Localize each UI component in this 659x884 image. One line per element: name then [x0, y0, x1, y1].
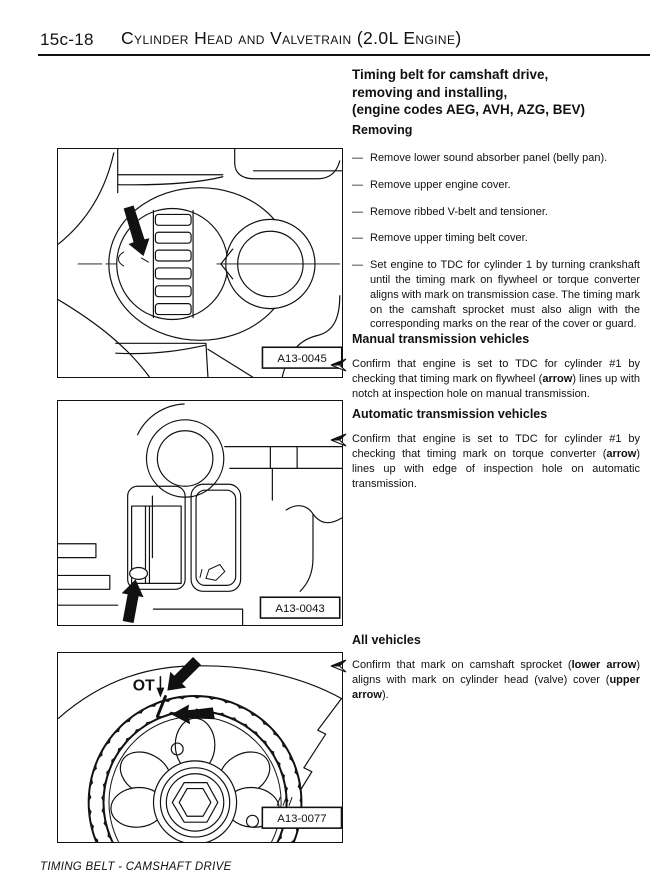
automatic-transmission-heading: Automatic transmission vehicles	[352, 407, 548, 421]
page-title: Cylinder Head and Valvetrain (2.0L Engin…	[121, 28, 462, 48]
black-pointer-arrow	[123, 205, 150, 257]
torque-converter-illustration: A13-0043	[58, 403, 342, 625]
page-footer: TIMING BELT - CAMSHAFT DRIVE	[40, 861, 232, 873]
figure-label-box	[261, 346, 342, 369]
figure-label-box	[259, 596, 341, 619]
automatic-transmission-paragraph: Confirm that engine is set to TDC for cy…	[330, 432, 640, 492]
pointer-arrow-icon	[330, 659, 348, 678]
paragraph-text: ) aligns with mark on cylinder head (val…	[352, 659, 640, 686]
step-text: Remove upper timing belt cover.	[370, 232, 528, 245]
removing-steps: — Remove lower sound absorber panel (bel…	[352, 151, 640, 344]
flywheel-illustration: A13-0045	[58, 149, 342, 377]
step-item: — Remove upper engine cover.	[352, 178, 640, 193]
procedure-title-line: (engine codes AEG, AVH, AZG, BEV)	[352, 102, 586, 117]
figure-label-box	[261, 806, 342, 829]
step-item: — Set engine to TDC for cylinder 1 by tu…	[352, 258, 640, 332]
manual-transmission-section: Manual transmission vehicles Confirm tha…	[330, 332, 640, 413]
step-dash: —	[352, 152, 363, 164]
figure-camshaft-sprocket: OT A13-0077	[57, 652, 343, 843]
step-item: — Remove upper timing belt cover.	[352, 231, 640, 246]
camshaft-sprocket-illustration: OT A13-0077	[58, 656, 342, 842]
step-text: Remove lower sound absorber panel (belly…	[370, 152, 608, 164]
step-item: — Remove lower sound absorber panel (bel…	[352, 151, 640, 166]
figure-label: A13-0045	[277, 353, 326, 365]
procedure-title-line: Timing belt for camshaft drive,	[352, 67, 549, 82]
lower-black-arrow	[171, 704, 215, 725]
step-dash: —	[352, 205, 363, 218]
paragraph-text: ).	[381, 689, 389, 701]
all-vehicles-heading: All vehicles	[352, 633, 421, 647]
upper-black-arrow	[167, 656, 201, 691]
paragraph-text: Confirm that engine is set to TDC for cy…	[352, 433, 640, 460]
removing-heading: Removing	[352, 123, 413, 137]
paragraph-text: Confirm that engine is set to TDC for cy…	[352, 358, 640, 385]
page-section-number: 15c-18	[40, 30, 94, 49]
manual-transmission-heading: Manual transmission vehicles	[352, 332, 530, 346]
pointer-arrow-icon	[330, 358, 348, 377]
bold-arrow-ref: arrow	[606, 448, 637, 460]
procedure-title-line: removing and installing,	[352, 84, 508, 100]
all-vehicles-section: All vehicles Confirm that mark on camsha…	[330, 633, 640, 714]
step-dash: —	[352, 178, 363, 191]
step-text: Set engine to TDC for cylinder 1 by turn…	[370, 259, 641, 331]
automatic-transmission-section: Automatic transmission vehicles Confirm …	[330, 407, 640, 503]
step-dash: —	[352, 259, 363, 272]
bold-arrow-ref: lower arrow	[571, 659, 637, 671]
pointer-arrow-icon	[330, 433, 348, 452]
bold-arrow-ref: upper arrow	[352, 674, 640, 701]
procedure-title: Timing belt for camshaft drive, removing…	[352, 66, 640, 119]
header-rule	[38, 54, 650, 56]
step-text: Remove ribbed V-belt and tensioner.	[370, 205, 548, 218]
paragraph-text: Confirm that mark on camshaft sprocket (	[352, 659, 572, 671]
down-arrow-glyph	[156, 687, 165, 698]
bold-arrow-ref: arrow	[542, 373, 573, 385]
black-pointer-arrow	[121, 579, 144, 624]
figure-torque-converter-inspection: A13-0043	[57, 400, 343, 626]
step-dash: —	[352, 232, 363, 245]
step-item: — Remove ribbed V-belt and tensioner.	[352, 205, 640, 220]
ot-timing-mark-label: OT	[133, 678, 155, 695]
figure-flywheel-inspection: A13-0045	[57, 148, 343, 378]
step-text: Remove upper engine cover.	[370, 178, 511, 191]
all-vehicles-paragraph: Confirm that mark on camshaft sprocket (…	[330, 658, 640, 703]
paragraph-text: ) lines up with edge of inspection hole …	[352, 448, 640, 490]
figure-label: A13-0077	[277, 813, 326, 825]
paragraph-text: ) lines up with notch at inspection hole…	[352, 373, 640, 400]
manual-transmission-paragraph: Confirm that engine is set to TDC for cy…	[330, 357, 640, 402]
figure-label: A13-0043	[275, 603, 324, 615]
